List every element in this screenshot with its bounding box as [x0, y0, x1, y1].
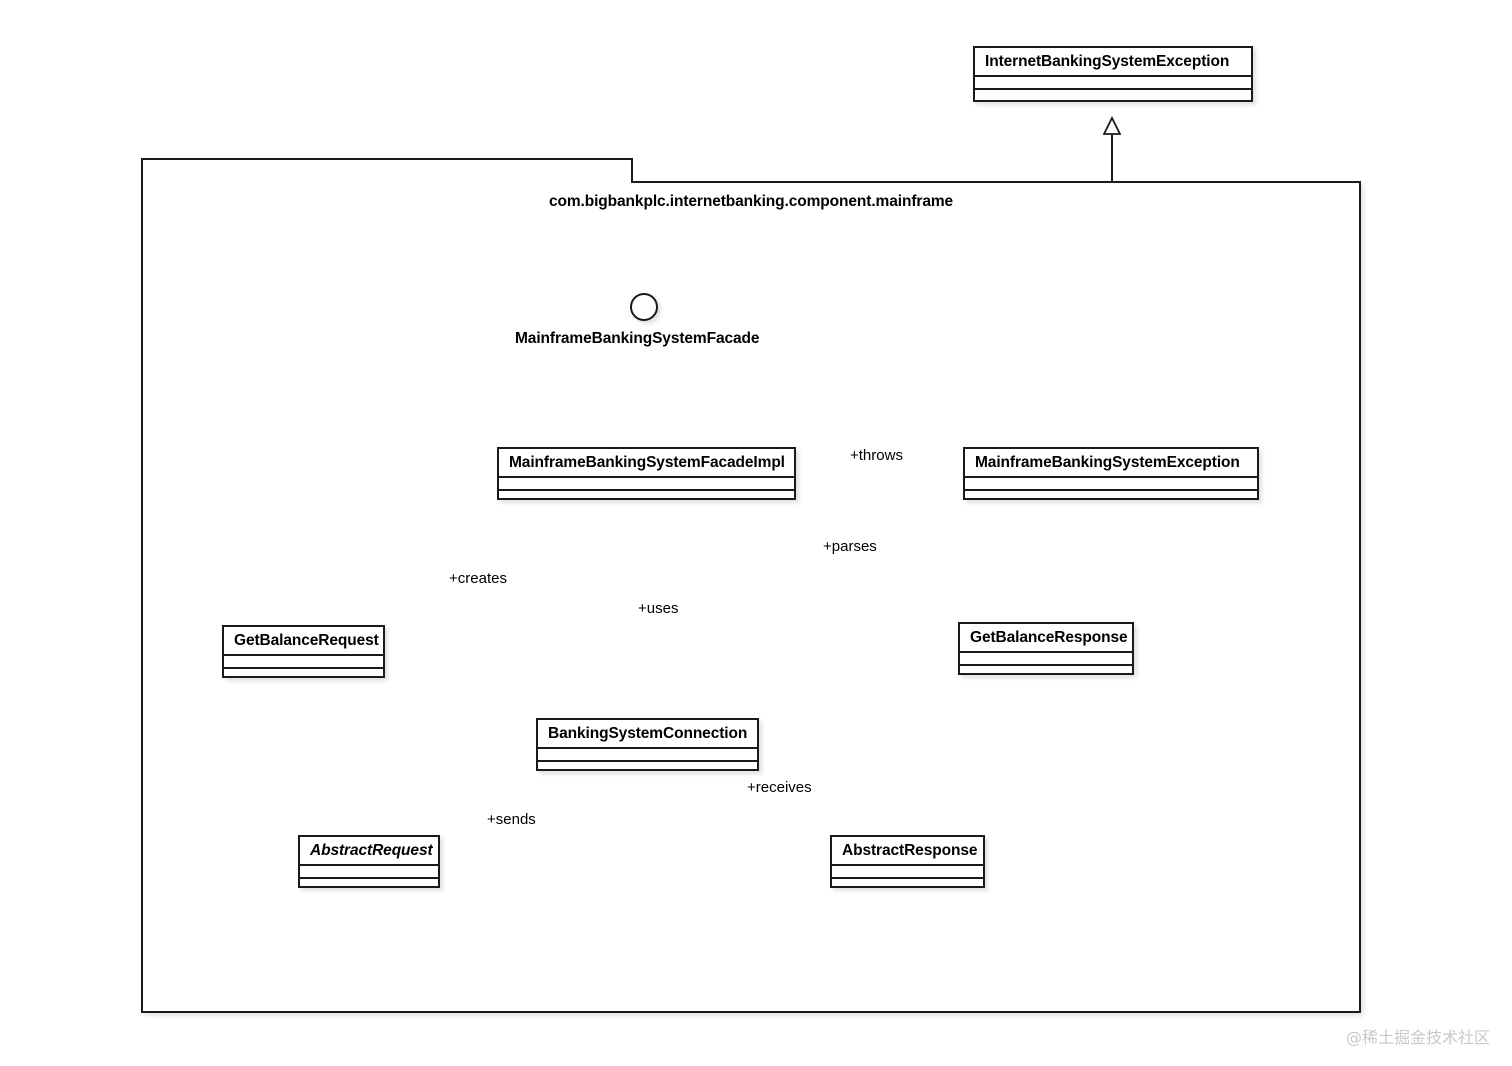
attributes-compartment: [965, 478, 1257, 491]
attributes-compartment: [300, 866, 438, 879]
class-get-balance-response[interactable]: GetBalanceResponse: [958, 622, 1134, 675]
class-name: AbstractResponse: [832, 837, 983, 866]
edge-label-receives: +receives: [747, 779, 812, 796]
class-name: GetBalanceResponse: [960, 624, 1132, 653]
class-abstract-response[interactable]: AbstractResponse: [830, 835, 985, 888]
attributes-compartment: [975, 77, 1251, 90]
operations-compartment: [965, 491, 1257, 502]
edge-label-throws: +throws: [850, 447, 903, 464]
class-name: BankingSystemConnection: [538, 720, 757, 749]
package-tab: [141, 158, 633, 183]
class-mainframe-banking-system-exception[interactable]: MainframeBankingSystemException: [963, 447, 1259, 500]
class-name: MainframeBankingSystemException: [965, 449, 1257, 478]
operations-compartment: [300, 879, 438, 890]
edge-label-creates: +creates: [449, 570, 507, 587]
operations-compartment: [975, 90, 1251, 101]
operations-compartment: [538, 762, 757, 773]
class-internet-banking-system-exception[interactable]: InternetBankingSystemException: [973, 46, 1253, 102]
class-get-balance-request[interactable]: GetBalanceRequest: [222, 625, 385, 678]
watermark: @稀土掘金技术社区: [1345, 1028, 1490, 1047]
attributes-compartment: [538, 749, 757, 762]
operations-compartment: [499, 491, 794, 502]
edge-label-parses: +parses: [823, 538, 877, 555]
operations-compartment: [224, 669, 383, 680]
class-banking-system-connection[interactable]: BankingSystemConnection: [536, 718, 759, 771]
attributes-compartment: [499, 478, 794, 491]
class-name: InternetBankingSystemException: [975, 48, 1251, 77]
provided-interface-icon[interactable]: [630, 293, 658, 321]
attributes-compartment: [832, 866, 983, 879]
edge-label-sends: +sends: [487, 811, 536, 828]
edge-label-uses: +uses: [638, 600, 679, 617]
class-name: AbstractRequest: [300, 837, 438, 866]
attributes-compartment: [960, 653, 1132, 666]
provided-interface-label: MainframeBankingSystemFacade: [515, 330, 760, 347]
operations-compartment: [960, 666, 1132, 677]
operations-compartment: [832, 879, 983, 890]
class-name: GetBalanceRequest: [224, 627, 383, 656]
class-mainframe-banking-system-facade-impl[interactable]: MainframeBankingSystemFacadeImpl: [497, 447, 796, 500]
class-name: MainframeBankingSystemFacadeImpl: [499, 449, 794, 478]
class-abstract-request[interactable]: AbstractRequest: [298, 835, 440, 888]
attributes-compartment: [224, 656, 383, 669]
package-name: com.bigbankplc.internetbanking.component…: [548, 193, 954, 210]
